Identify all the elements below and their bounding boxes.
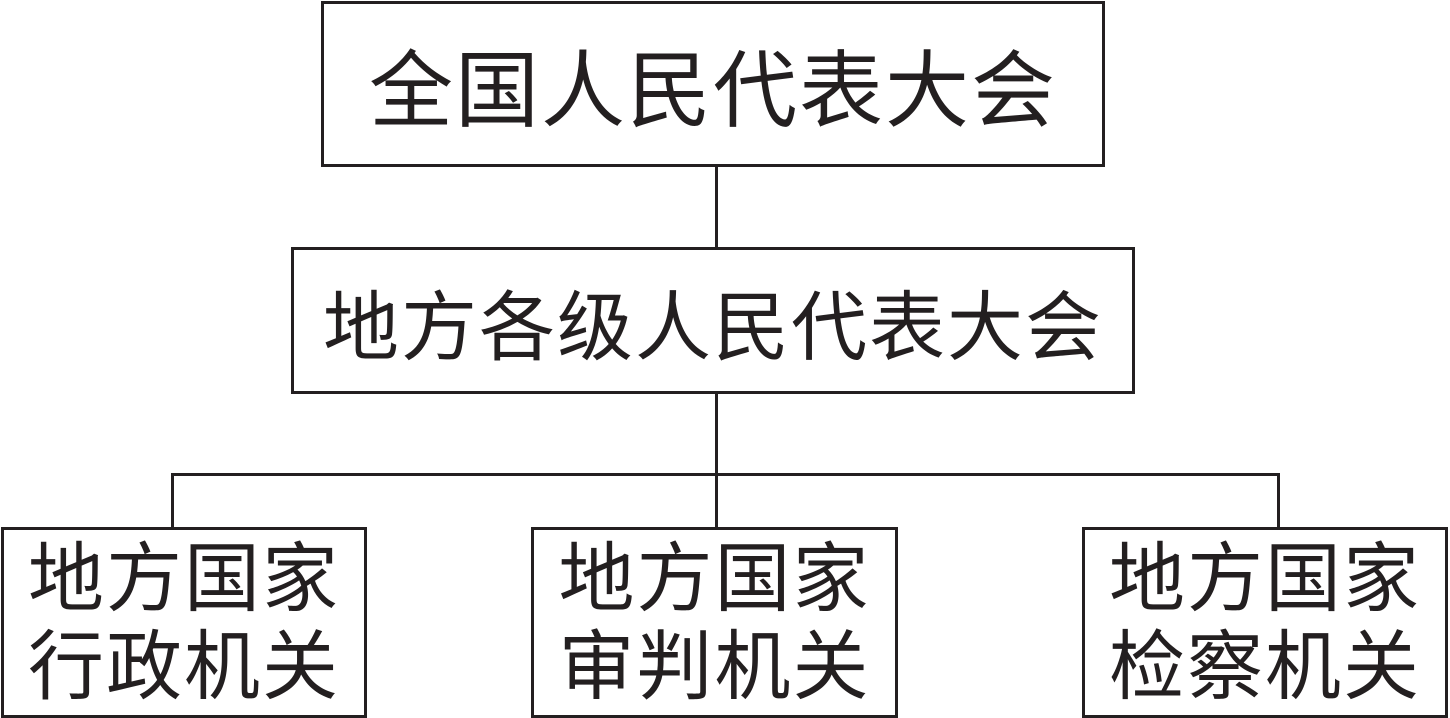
node-national-congress: 全国人民代表大会 [321, 1, 1105, 167]
connector-middle-down [715, 392, 718, 475]
connector-right [1277, 473, 1280, 529]
node-local-congress: 地方各级人民代表大会 [291, 247, 1135, 394]
connector-left [171, 473, 174, 529]
node-label: 全国人民代表大会 [368, 41, 1057, 140]
connector-horizontal [171, 473, 1280, 476]
node-label-line1: 地方国家 [1109, 533, 1421, 623]
node-label-line2: 审判机关 [558, 621, 871, 711]
connector-center [715, 473, 718, 529]
node-local-procuratorate: 地方国家 检察机关 [1082, 527, 1448, 718]
connector-root-middle [715, 165, 718, 249]
node-label: 地方各级人民代表大会 [323, 282, 1103, 372]
node-label-line1: 地方国家 [28, 533, 340, 623]
node-label-line2: 行政机关 [28, 621, 340, 711]
node-local-judicial: 地方国家 审判机关 [531, 527, 898, 718]
node-label-line1: 地方国家 [558, 533, 871, 623]
node-label-line2: 检察机关 [1109, 621, 1421, 711]
node-local-administrative: 地方国家 行政机关 [1, 527, 367, 718]
